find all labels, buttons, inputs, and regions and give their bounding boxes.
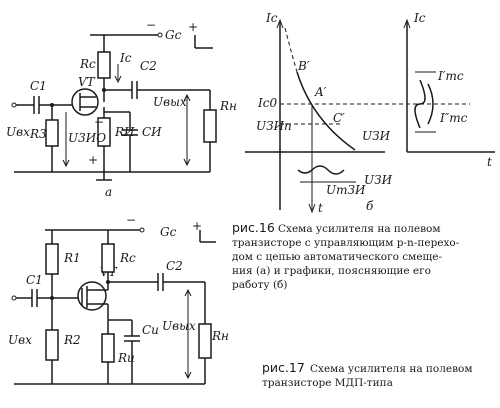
- r1-label: R1: [63, 251, 81, 265]
- u3n-arrow-head: [62, 159, 70, 168]
- m-c2-label: C2: [166, 259, 183, 273]
- uvyx-arrow-heads: [183, 93, 191, 167]
- fig17-line-1: Схема усилителя на полевом: [310, 363, 473, 375]
- m-resistor-ri: [101, 333, 115, 363]
- uzip-label: UЗИп: [256, 119, 292, 133]
- imc-bottom-label: I″mc: [439, 111, 468, 125]
- circuit-mosfet-amplifier: − Gc + R1 R2 C1 Uвх VT Rc: [8, 213, 229, 385]
- caption-fig17: рис.17 Схема усилителя на полевом транзи…: [262, 360, 473, 389]
- input-terminal: [11, 102, 17, 108]
- input-sine-wave: [297, 165, 345, 175]
- ci-label: CИ: [142, 125, 162, 139]
- source-minus-sign: −: [94, 115, 104, 129]
- m-uvyx-label: Uвых: [162, 319, 196, 333]
- fig17-line-2: транзисторе МДП-типа: [262, 377, 393, 389]
- m-resistor-rc: [101, 243, 115, 273]
- ri-label: RИ: [114, 125, 135, 139]
- supply-terminal: [157, 32, 163, 38]
- m-ci-label: Cи: [142, 323, 159, 337]
- r3-label: R3: [29, 127, 47, 141]
- rn-label: Rн: [219, 99, 237, 113]
- uvyx-label: Uвых: [153, 95, 187, 109]
- supply-label: Gc: [165, 28, 182, 42]
- resistor-r1: [45, 243, 59, 275]
- resistor-rn: [203, 109, 217, 143]
- m-resistor-rn: [198, 323, 212, 359]
- m-supply-minus: −: [126, 213, 136, 227]
- vt-label: VT: [78, 75, 96, 89]
- ic-arrow: [114, 64, 122, 84]
- curve-transfer: [296, 71, 356, 151]
- c1-label: C1: [30, 79, 47, 93]
- m-ri-label: Rи: [117, 351, 135, 365]
- point-a-label: A′: [314, 85, 327, 99]
- fig16-line-4: ния (а) и графики, поясняющие его: [232, 265, 431, 277]
- fig17-label: рис.17: [262, 360, 305, 375]
- m-supply-plus: +: [192, 219, 202, 233]
- ic-label: Ic: [119, 51, 132, 65]
- fig16-line-3: дом с цепью автоматического смеще-: [232, 251, 443, 263]
- mosfet-vt: [77, 281, 107, 311]
- m-supply-label: Gc: [160, 225, 177, 239]
- m-supply-terminal: [139, 227, 145, 233]
- graph-ic-axis-arrow: [276, 18, 284, 29]
- right-t-label: t: [487, 155, 492, 169]
- fig16-line-2: транзисторе с управляющим p-n-перехо-: [232, 237, 460, 249]
- graph-ic-label: Ic: [265, 11, 278, 25]
- u3n-label: U3ИО: [68, 131, 106, 145]
- source-plus-sign: +: [88, 153, 98, 167]
- point-b-label: B′: [297, 59, 310, 73]
- point-c-label: C′: [333, 111, 345, 125]
- rc-label: Rc: [79, 57, 96, 71]
- transistor-vt: [71, 88, 99, 116]
- ic0-label: Ic0: [257, 96, 277, 110]
- fig16-line-5: работу (б): [232, 279, 287, 291]
- transfer-graph: Ic UЗИ B′ A′ C′ Ic0 UЗИп t UmЗИ UЗИ б Ic…: [245, 11, 495, 215]
- caption-fig16: рис.16 Схема усилителя на полевом транзи…: [232, 220, 460, 291]
- right-ic-label: Ic: [413, 11, 426, 25]
- resistor-r3: [45, 119, 59, 147]
- figure-a-letter: а: [105, 185, 112, 199]
- ubx-label: Uвх: [8, 333, 32, 347]
- fig16-label: рис.16: [232, 220, 275, 235]
- m-rc-label: Rc: [119, 251, 136, 265]
- supply-minus-sign: −: [146, 18, 156, 32]
- m-input-terminal: [11, 295, 17, 301]
- curve-extrapolated: [284, 27, 298, 73]
- umzi-label: UmЗИ: [326, 183, 366, 197]
- m-rn-label: Rн: [211, 329, 229, 343]
- graph-uzi-label-2: UЗИ: [364, 173, 393, 187]
- resistor-r2: [45, 329, 59, 361]
- fig16-line-1: Схема усилителя на полевом: [278, 223, 441, 235]
- bottom-t-label: t: [318, 201, 323, 215]
- output-sine-wave-2: [427, 83, 434, 125]
- circuit-jfet-amplifier: − Gc + Rc Ic VT C1 R3 RИ: [6, 18, 237, 199]
- resistor-rc: [97, 51, 111, 79]
- imc-top-label: I′mc: [437, 69, 464, 83]
- supply-plus-sign: +: [188, 20, 198, 34]
- right-ic-axis-arrow: [403, 18, 411, 29]
- c2-label: C2: [140, 59, 157, 73]
- graph-letter: б: [366, 199, 374, 213]
- m-c1-label: C1: [26, 273, 43, 287]
- r2-label: R2: [63, 333, 81, 347]
- output-sine-wave: [414, 79, 426, 129]
- bottom-t-axis-arrow: [308, 203, 316, 214]
- uvx-label: Uвх: [6, 125, 30, 139]
- graph-uzi-label: UЗИ: [362, 129, 391, 143]
- m-uvyx-arrow-heads: [184, 288, 192, 380]
